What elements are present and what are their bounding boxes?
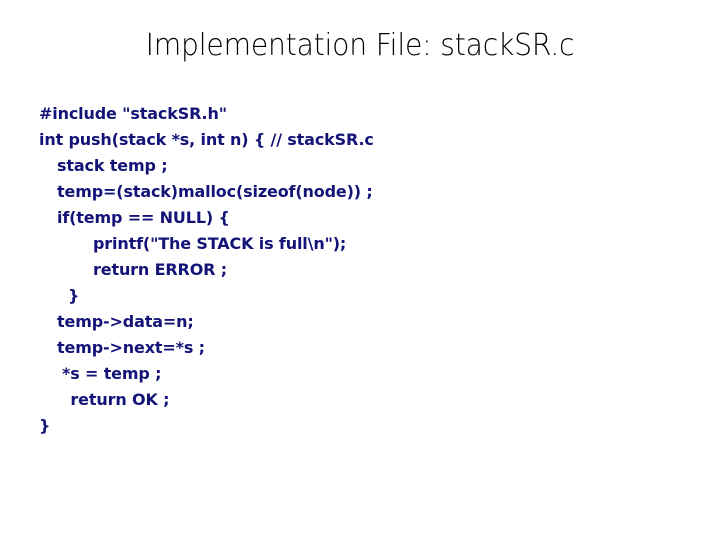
code-line: printf("The STACK is full\n"); — [93, 234, 347, 253]
code-listing: #include "stackSR.h" int push(stack *s, i… — [39, 101, 679, 439]
code-line: temp->next=*s ; — [57, 338, 205, 357]
code-line: } — [39, 416, 51, 435]
page-title: Implementation File: stackSR.c — [145, 28, 575, 63]
code-line: return ERROR ; — [93, 260, 227, 279]
code-line: stack temp ; — [57, 156, 168, 175]
code-line: *s = temp ; — [62, 364, 162, 383]
code-line: temp=(stack)malloc(sizeof(node)) ; — [57, 182, 373, 201]
code-line: int push(stack *s, int n) { // stackSR.c — [39, 130, 374, 149]
code-line: return OK ; — [65, 390, 170, 409]
code-line: } — [68, 286, 80, 305]
code-line: #include "stackSR.h" — [39, 104, 227, 123]
code-line: temp->data=n; — [57, 312, 194, 331]
code-line: if(temp == NULL) { — [57, 208, 230, 227]
